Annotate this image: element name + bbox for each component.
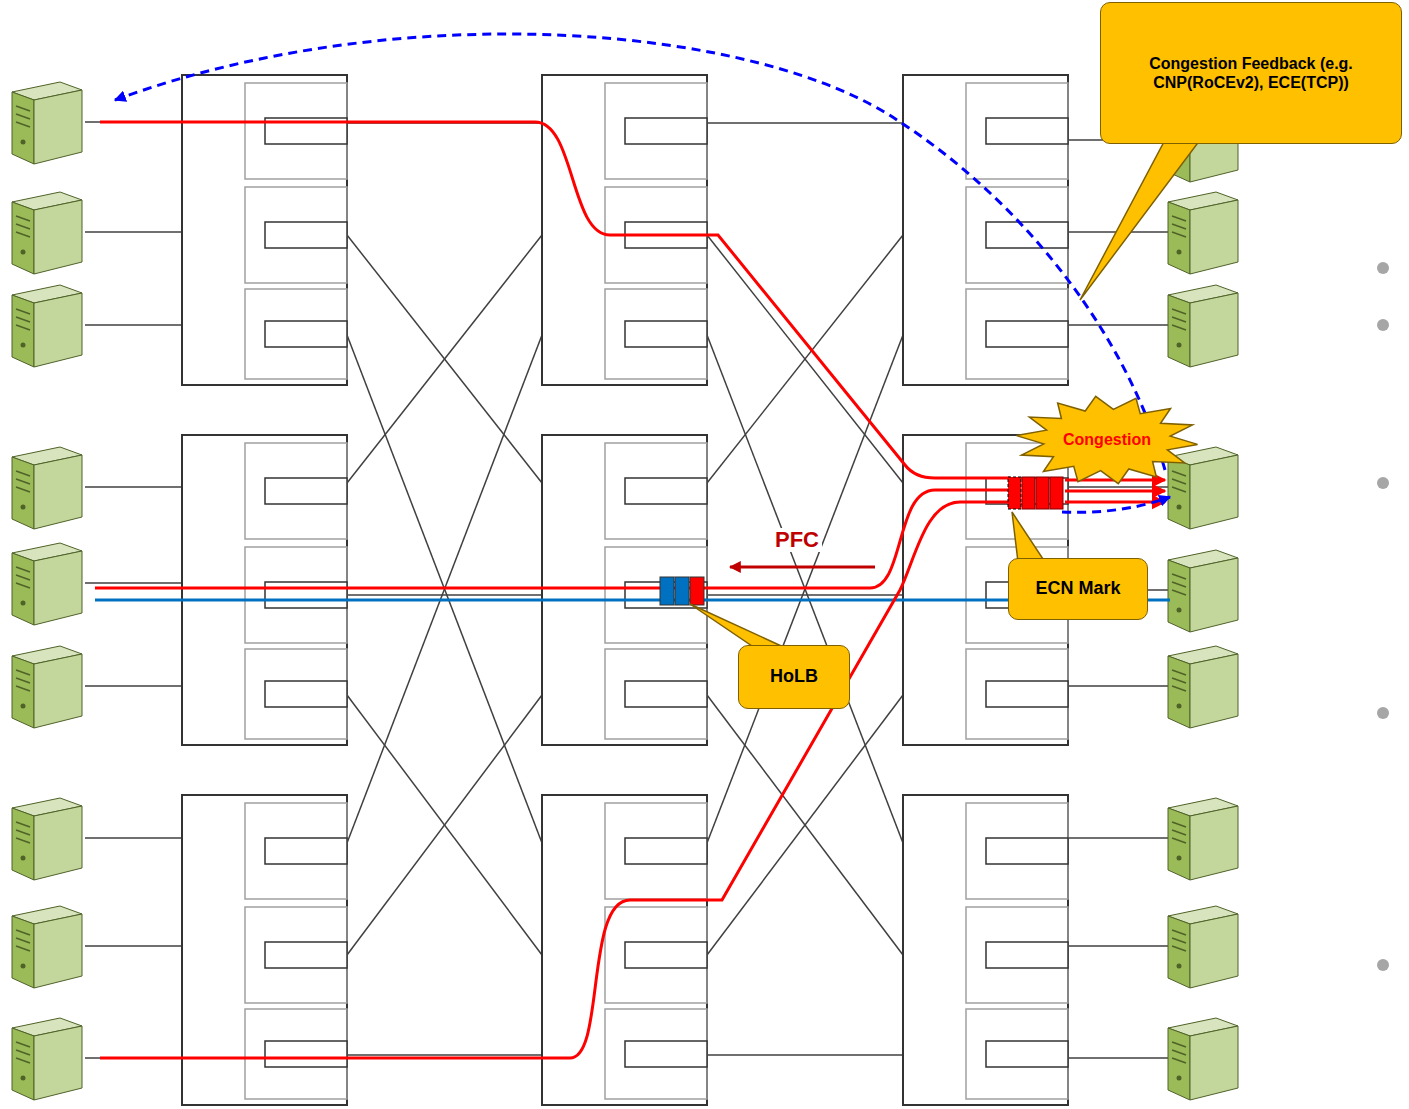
server-icon <box>1168 1018 1238 1100</box>
server-icon <box>12 646 82 728</box>
server-icon <box>1168 798 1238 880</box>
signal-label: PFC <box>772 528 822 552</box>
link <box>707 235 903 483</box>
server-icon <box>1168 192 1238 274</box>
link <box>85 582 182 584</box>
server-icon <box>12 906 82 988</box>
server-icon <box>1168 550 1238 632</box>
link <box>347 594 542 596</box>
server-icon <box>12 82 82 164</box>
link <box>707 695 903 955</box>
switch <box>903 795 1068 1105</box>
congestion-feedback <box>115 34 1170 512</box>
link <box>1068 324 1170 326</box>
server-icon <box>12 447 82 529</box>
link <box>347 695 542 955</box>
callout-tails <box>690 140 1200 650</box>
server-icon <box>12 798 82 880</box>
callout-text: Congestion Feedback (e.g. CNP(RoCEv2), E… <box>1109 54 1393 92</box>
link <box>347 235 542 483</box>
servers <box>12 82 1238 1100</box>
switch <box>903 75 1068 385</box>
link <box>1068 685 1170 687</box>
server-icon <box>12 1018 82 1100</box>
link <box>85 685 182 687</box>
holb-queue <box>660 577 704 605</box>
link <box>707 594 903 596</box>
server-icon <box>1168 646 1238 728</box>
link <box>1068 945 1170 947</box>
link <box>707 122 903 124</box>
link <box>85 486 182 488</box>
switches <box>182 75 1068 1105</box>
link <box>85 945 182 947</box>
switch <box>542 435 707 745</box>
pfc-arrow <box>730 566 875 569</box>
link <box>1068 486 1170 488</box>
link <box>347 235 542 483</box>
link <box>707 695 903 955</box>
switch <box>542 75 707 385</box>
link <box>85 324 182 326</box>
callout-box: ECN Mark <box>1008 558 1148 620</box>
congestion-burst: Congestion <box>1016 396 1198 484</box>
link <box>85 837 182 839</box>
bullets <box>1377 262 1389 971</box>
red-arrow <box>1065 501 1165 504</box>
callout-box: Congestion Feedback (e.g. CNP(RoCEv2), E… <box>1100 2 1402 144</box>
server-icon <box>12 192 82 274</box>
server-icon <box>12 285 82 367</box>
burst-label: Congestion <box>1063 430 1151 449</box>
red-flow <box>95 490 1010 588</box>
red-flow <box>100 502 1010 1058</box>
link <box>1068 1057 1170 1059</box>
switch <box>182 435 347 745</box>
server-icon <box>1168 285 1238 367</box>
red-flow <box>100 122 1010 478</box>
callout-text: HoLB <box>770 666 818 688</box>
red-arrow <box>1065 490 1165 493</box>
link <box>707 1054 903 1056</box>
flows <box>95 122 1170 1058</box>
link <box>347 695 542 955</box>
link <box>85 231 182 233</box>
server-icon <box>12 543 82 625</box>
link <box>347 1054 542 1056</box>
server-icon <box>1168 906 1238 988</box>
callout-box: HoLB <box>738 645 850 709</box>
callout-text: ECN Mark <box>1035 578 1120 600</box>
congested-queue <box>1008 477 1063 509</box>
link <box>707 235 903 483</box>
link <box>1068 837 1170 839</box>
